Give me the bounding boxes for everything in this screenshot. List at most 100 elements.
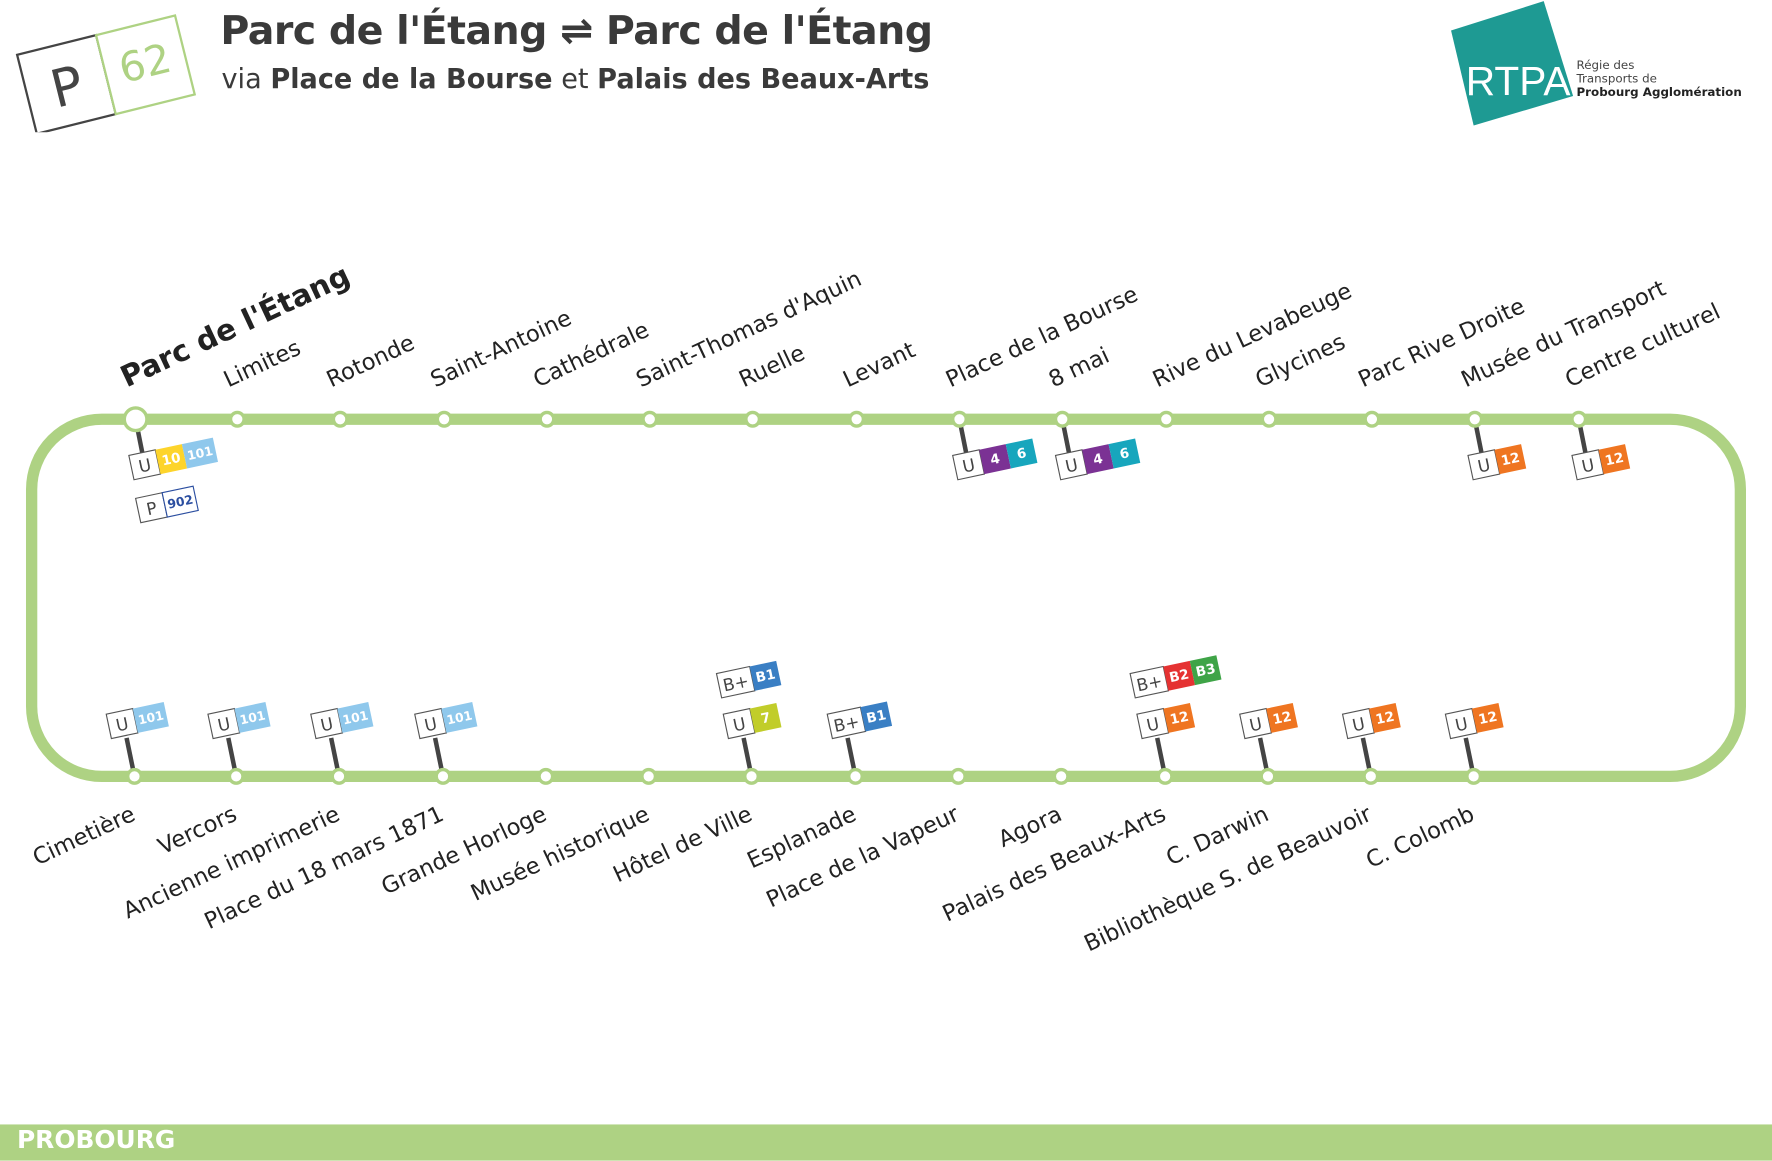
station-dot[interactable] — [743, 767, 760, 785]
station-dot[interactable] — [1053, 410, 1071, 428]
station-dot[interactable] — [227, 767, 245, 785]
line-badge[interactable] — [161, 485, 199, 518]
line-badge[interactable] — [749, 660, 782, 691]
station-dot[interactable] — [1260, 410, 1278, 428]
mode-label: U — [1145, 713, 1161, 735]
station-dot[interactable] — [641, 410, 659, 428]
station-name: Musée historique — [467, 801, 654, 906]
station-dot[interactable] — [1465, 767, 1483, 785]
station-name: Parc Rive Droite — [1354, 293, 1528, 393]
line-number: 12 — [1477, 709, 1499, 729]
logo-caption: Régie des Transports de Probourg Agglomé… — [1576, 59, 1741, 100]
station[interactable]: Saint-Thomas d'Aquin — [632, 266, 866, 428]
line-badge[interactable] — [1082, 444, 1114, 475]
line-number: 7 — [759, 710, 772, 728]
line-badge[interactable] — [1266, 702, 1298, 733]
line-badge[interactable] — [749, 702, 782, 733]
line-badge[interactable] — [181, 437, 219, 469]
station-dot[interactable] — [434, 767, 452, 785]
station-name: Ruelle — [735, 340, 809, 393]
rtpa-logo: RTPA — [1451, 1, 1574, 126]
station-dot[interactable] — [640, 767, 658, 785]
and-word: et — [561, 63, 589, 95]
route-line — [25, 413, 1747, 783]
mode-line-badge: P 62 — [15, 14, 197, 133]
line-badge[interactable] — [979, 444, 1011, 475]
line-number: 4 — [1092, 451, 1105, 469]
station-dot[interactable] — [1157, 410, 1175, 428]
via-stop-1: Place de la Bourse — [270, 63, 553, 95]
line-badge[interactable] — [132, 702, 169, 733]
line-badge[interactable] — [860, 701, 893, 732]
station-dot[interactable] — [1570, 410, 1588, 428]
line-badge[interactable] — [234, 702, 271, 733]
line-badge[interactable] — [1108, 438, 1141, 469]
station-dot[interactable] — [330, 767, 348, 785]
station-dot[interactable] — [950, 410, 968, 428]
station-dot[interactable] — [1362, 767, 1380, 785]
footer-bar: PROBOURG — [0, 1124, 1772, 1161]
mode-label: U — [319, 713, 335, 735]
mode-label: U — [137, 454, 153, 476]
station[interactable]: Limites — [220, 335, 305, 428]
station[interactable]: Glycines — [1252, 329, 1350, 428]
line-badge[interactable] — [1189, 655, 1222, 686]
station-dot[interactable] — [1466, 410, 1484, 428]
route-via: via Place de la Bourse et Palais des Bea… — [221, 63, 929, 95]
line-badge[interactable] — [1598, 444, 1631, 475]
station-dot[interactable] — [435, 410, 453, 428]
station-dot[interactable] — [1052, 767, 1070, 785]
connection-sign: B+B1 — [826, 701, 893, 740]
station-dot[interactable] — [538, 410, 556, 428]
station-dot[interactable] — [228, 410, 246, 428]
line-badge[interactable] — [1494, 444, 1527, 475]
line-number: 12 — [1604, 450, 1626, 470]
station-dot[interactable] — [122, 406, 149, 433]
station-dot[interactable] — [537, 767, 555, 785]
station[interactable]: Rotonde — [323, 330, 419, 428]
station-dot[interactable] — [1156, 767, 1174, 785]
line-badge[interactable] — [337, 702, 374, 733]
line-number: 12 — [1374, 709, 1396, 729]
line-number: 6 — [1015, 445, 1028, 463]
station-dot[interactable] — [126, 767, 143, 785]
connection-sign: B+B1 — [715, 660, 782, 699]
line-number: B1 — [754, 666, 777, 686]
via-word: via — [221, 63, 262, 95]
line-badge[interactable] — [1163, 702, 1196, 733]
station-dot[interactable] — [1259, 767, 1277, 785]
station-dot[interactable] — [949, 767, 967, 785]
station-dot[interactable] — [848, 410, 866, 428]
station-dot[interactable] — [847, 767, 864, 785]
line-number: 4 — [989, 451, 1002, 469]
mode-label: U — [1580, 454, 1596, 476]
line-badge[interactable] — [155, 444, 188, 475]
line-number: B3 — [1194, 661, 1217, 681]
station-dot[interactable] — [331, 410, 349, 428]
line-badge[interactable] — [1471, 702, 1504, 733]
line-number: 12 — [1271, 709, 1293, 729]
station[interactable]: Ruelle — [735, 340, 809, 428]
city-name: PROBOURG — [16, 1126, 176, 1155]
station[interactable]: Levant — [839, 337, 920, 428]
station[interactable]: Agora — [994, 767, 1070, 853]
mode-label: U — [216, 713, 232, 735]
station-dot[interactable] — [744, 410, 762, 428]
line-badge[interactable] — [1369, 702, 1401, 733]
line-number: B1 — [865, 707, 888, 727]
line-badge[interactable] — [441, 702, 478, 733]
line-badge[interactable] — [1163, 660, 1195, 691]
line-badge[interactable] — [1005, 438, 1038, 469]
station-dot[interactable] — [1363, 410, 1381, 428]
station-name: Agora — [994, 801, 1065, 853]
